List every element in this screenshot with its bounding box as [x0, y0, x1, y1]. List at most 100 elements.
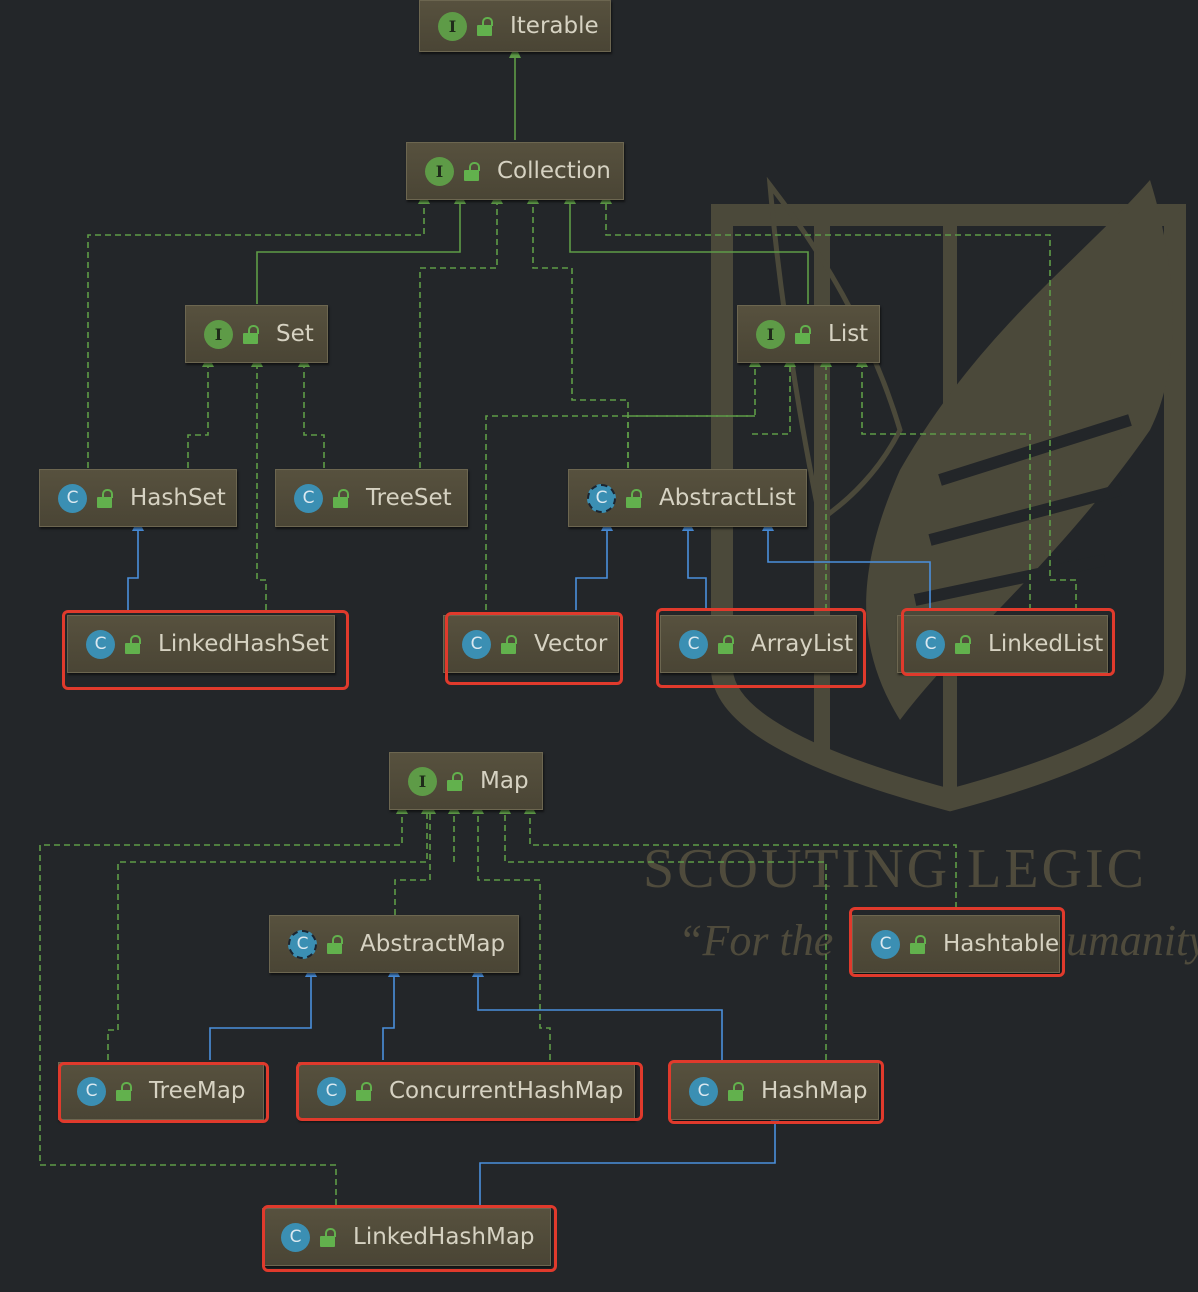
edge-abstractlist-list — [627, 355, 761, 468]
node-label: TreeMap — [149, 1078, 246, 1104]
node-label: ArrayList — [751, 631, 854, 657]
highlight-concurrenthashmap — [296, 1062, 643, 1121]
edge-treeset-set — [298, 355, 325, 468]
watermark-motto-tail: umanity — [1066, 916, 1198, 965]
abstract-class-icon: C — [288, 929, 317, 959]
interface-icon: I — [204, 319, 233, 349]
abstract-class-icon: C — [587, 483, 616, 513]
edge-treemap-abstractmap — [209, 965, 317, 1060]
edge-hashmap-map — [499, 802, 827, 1060]
node-vector[interactable]: C Vector — [443, 615, 619, 673]
class-icon: C — [916, 629, 945, 659]
edge-list-collection — [564, 192, 809, 304]
highlight-hashtable — [849, 907, 1065, 977]
class-icon: C — [58, 483, 87, 513]
node-label: LinkedHashMap — [353, 1224, 535, 1250]
node-linkedhashset[interactable]: C LinkedHashSet — [67, 615, 335, 673]
highlight-linkedlist — [901, 608, 1115, 676]
unlocked-padlock-icon — [477, 16, 493, 36]
interface-icon: I — [438, 11, 467, 41]
node-hashtable[interactable]: C Hashtable — [852, 915, 1060, 973]
node-label: Collection — [497, 158, 611, 184]
node-hashset[interactable]: C HashSet — [39, 469, 237, 527]
unlocked-padlock-icon — [116, 1081, 132, 1101]
edge-arraylist-abstractlist — [682, 519, 707, 610]
unlocked-padlock-icon — [320, 1227, 336, 1247]
node-treeset[interactable]: C TreeSet — [275, 469, 468, 527]
node-label: Set — [276, 321, 314, 347]
edge-concurrenthashmap-map — [472, 802, 551, 1060]
node-iterable[interactable]: I Iterable — [419, 0, 611, 52]
highlight-linkedhashmap — [262, 1205, 557, 1272]
edge-linkedhashset-hashset — [127, 519, 144, 610]
node-hashmap[interactable]: C HashMap — [670, 1062, 879, 1120]
class-icon: C — [281, 1222, 310, 1252]
unlocked-padlock-icon — [125, 634, 141, 654]
edge-linkedhashmap-map — [39, 802, 408, 1205]
unlocked-padlock-icon — [955, 634, 971, 654]
edge-concurrenthashmap-abstractmap — [382, 965, 400, 1060]
watermark-motto: “For the — [678, 916, 833, 965]
node-linkedhashmap[interactable]: C LinkedHashMap — [262, 1208, 551, 1266]
class-icon: C — [871, 929, 900, 959]
edge-linkedhashset-set — [251, 355, 267, 610]
node-set[interactable]: I Set — [185, 305, 328, 363]
node-label: List — [828, 321, 869, 347]
node-abstractmap[interactable]: C AbstractMap — [269, 915, 519, 973]
unlocked-padlock-icon — [728, 1081, 744, 1101]
node-label: TreeSet — [366, 485, 452, 511]
node-arraylist[interactable]: C ArrayList — [660, 615, 857, 673]
unlocked-padlock-icon — [333, 488, 349, 508]
interface-icon: I — [408, 766, 437, 796]
node-label: LinkedList — [988, 631, 1104, 657]
node-linkedlist[interactable]: C LinkedList — [897, 615, 1108, 673]
node-label: Hashtable — [943, 931, 1060, 957]
node-concurrenthashmap[interactable]: C ConcurrentHashMap — [298, 1062, 635, 1120]
edge-vector-list — [485, 415, 755, 610]
class-icon: C — [679, 629, 708, 659]
edge-abstractmap-map — [394, 802, 436, 915]
highlight-arraylist — [656, 608, 866, 688]
unlocked-padlock-icon — [464, 161, 480, 181]
node-label: Iterable — [510, 13, 599, 39]
node-abstractlist[interactable]: C AbstractList — [568, 469, 807, 527]
edge-linkedlist-abstractlist — [762, 519, 931, 610]
unlocked-padlock-icon — [243, 324, 259, 344]
unlocked-padlock-icon — [327, 934, 343, 954]
edge-vector-abstractlist — [575, 519, 613, 610]
interface-icon: I — [425, 156, 454, 186]
unlocked-padlock-icon — [718, 634, 734, 654]
node-label: Vector — [534, 631, 608, 657]
highlight-linkedhashset — [62, 610, 349, 690]
unlocked-padlock-icon — [626, 488, 642, 508]
node-list[interactable]: I List — [737, 305, 880, 363]
highlight-treemap — [58, 1062, 269, 1123]
node-label: AbstractList — [659, 485, 796, 511]
watermark-title: SCOUTING LEGIC — [643, 838, 1147, 900]
node-label: HashSet — [130, 485, 226, 511]
class-icon: C — [294, 483, 323, 513]
edge-linkedlist-list — [856, 355, 1031, 610]
node-collection[interactable]: I Collection — [406, 142, 624, 200]
unlocked-padlock-icon — [356, 1081, 372, 1101]
edge-arraylist-list-2 — [752, 355, 796, 435]
interface-icon: I — [756, 319, 785, 349]
edge-hashmap-abstractmap — [472, 965, 723, 1060]
edge-treemap-map — [107, 802, 433, 1060]
edge-hashset-collection — [87, 192, 430, 468]
node-label: HashMap — [761, 1078, 868, 1104]
unlocked-padlock-icon — [97, 488, 113, 508]
edge-linkedhashmap-hashmap — [479, 1112, 781, 1205]
node-map[interactable]: I Map — [389, 752, 543, 810]
class-icon: C — [77, 1076, 106, 1106]
node-label: ConcurrentHashMap — [389, 1078, 624, 1104]
class-icon: C — [689, 1076, 718, 1106]
unlocked-padlock-icon — [910, 934, 926, 954]
edge-hashset-set — [187, 355, 214, 468]
class-icon: C — [86, 629, 115, 659]
highlight-vector — [445, 612, 623, 685]
edge-linkedlist-collection — [600, 192, 1077, 610]
node-label: Map — [480, 768, 529, 794]
unlocked-padlock-icon — [447, 771, 463, 791]
edge-treeset-collection — [419, 192, 503, 468]
